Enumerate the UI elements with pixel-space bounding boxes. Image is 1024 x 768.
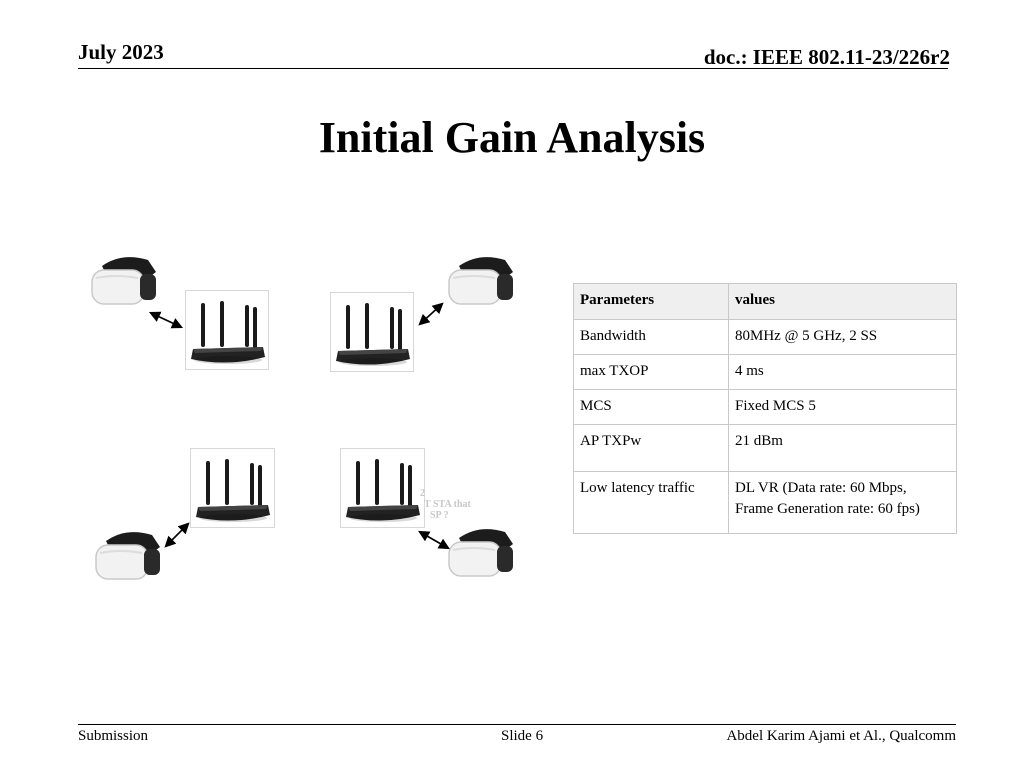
slide-title: Initial Gain Analysis xyxy=(318,113,706,162)
bidirectional-arrow-icon xyxy=(418,530,450,550)
table-cell: MCS xyxy=(573,389,729,425)
wifi-router-icon xyxy=(330,292,414,372)
bidirectional-arrow-icon xyxy=(418,302,444,326)
vr-headset-icon xyxy=(86,252,164,320)
table-row: max TXOP 4 ms xyxy=(573,354,957,390)
table-row: Bandwidth 80MHz @ 5 GHz, 2 SS xyxy=(573,319,957,355)
header-date: July 2023 xyxy=(78,40,164,64)
table-cell: max TXOP xyxy=(573,354,729,390)
footer-divider xyxy=(78,724,956,725)
table-cell: 80MHz @ 5 GHz, 2 SS xyxy=(728,319,957,355)
vr-headset-icon xyxy=(443,524,521,594)
table-cell: Fixed MCS 5 xyxy=(728,389,957,425)
vr-headset-icon xyxy=(443,252,521,322)
vr-headset-icon xyxy=(90,527,168,597)
table-header-cell: Parameters xyxy=(573,283,729,320)
table-cell: AP TXPw xyxy=(573,424,729,472)
wifi-router-icon xyxy=(340,448,425,528)
table-cell: 21 dBm xyxy=(728,424,957,472)
table-row: MCS Fixed MCS 5 xyxy=(573,389,957,425)
bidirectional-arrow-icon xyxy=(164,522,190,548)
table-cell: DL VR (Data rate: 60 Mbps, Frame Generat… xyxy=(728,471,957,534)
table-row: AP TXPw 21 dBm xyxy=(573,424,957,472)
table-cell: Bandwidth xyxy=(573,319,729,355)
footer-submission: Submission xyxy=(78,728,149,744)
footer-slide-number: Slide 6 xyxy=(501,728,544,744)
table-cell-line: Frame Generation rate: 60 fps) xyxy=(735,501,920,517)
table-header-cell: values xyxy=(728,283,957,320)
parameters-table: Parameters values Bandwidth 80MHz @ 5 GH… xyxy=(573,283,957,534)
header-divider xyxy=(78,68,948,69)
wifi-router-icon xyxy=(190,448,275,528)
bidirectional-arrow-icon xyxy=(148,311,184,329)
table-header-row: Parameters values xyxy=(573,283,957,320)
table-row: Low latency traffic DL VR (Data rate: 60… xyxy=(573,471,957,534)
wifi-router-icon xyxy=(185,290,269,370)
header-doc-id: doc.: IEEE 802.11-23/226r2 xyxy=(703,45,950,69)
table-cell: 4 ms xyxy=(728,354,957,390)
table-cell: Low latency traffic xyxy=(573,471,729,534)
ghost-caption: 2 T STA that SP ? xyxy=(420,488,471,521)
footer-author: Abdel Karim Ajami et Al., Qualcomm xyxy=(726,728,956,744)
table-cell-line: DL VR (Data rate: 60 Mbps, xyxy=(735,480,907,496)
